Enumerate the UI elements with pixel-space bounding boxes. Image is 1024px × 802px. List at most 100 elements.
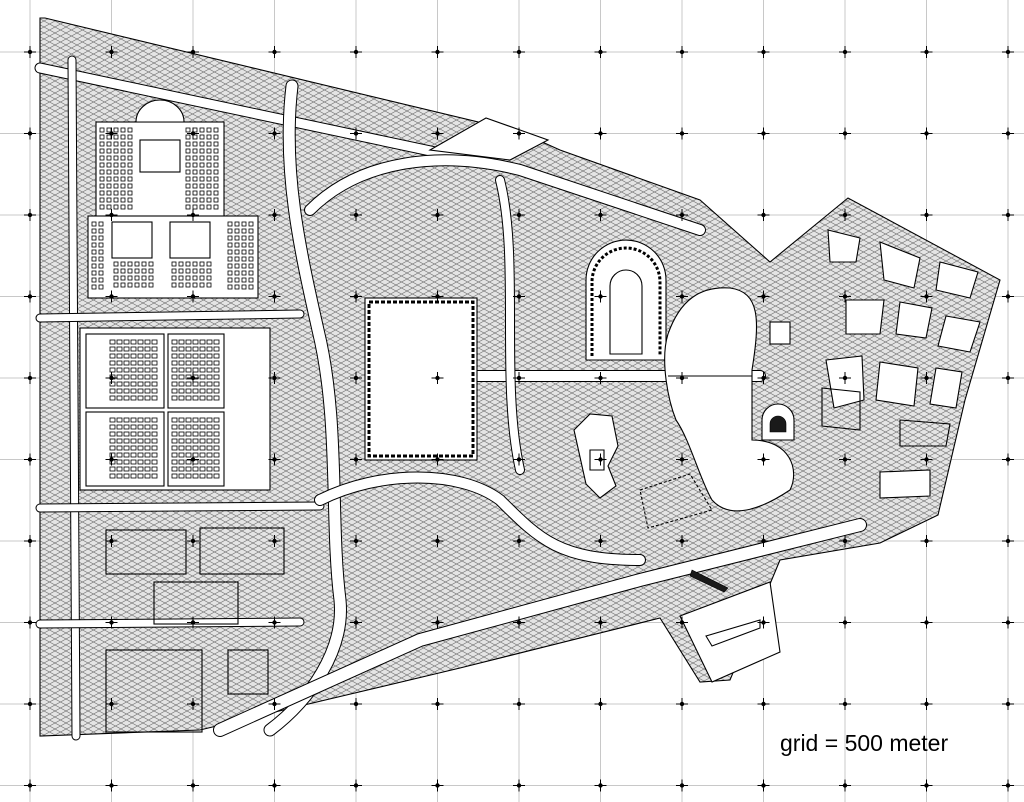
plot-cell (106, 127, 112, 133)
plot-cell (109, 424, 116, 430)
plot-cell (199, 183, 205, 189)
grid-cross-marker (757, 698, 770, 710)
plot-cell (109, 473, 116, 479)
plot-cell (206, 204, 212, 210)
plot-cell (151, 445, 158, 451)
grid-cross-marker (513, 698, 525, 710)
plot-cell (171, 395, 178, 401)
grid-cross-marker (594, 616, 607, 629)
grid-cross-marker (431, 127, 444, 140)
plot-cell (148, 261, 154, 267)
plot-cell (185, 374, 192, 380)
plot-cell (99, 155, 105, 161)
plot-cell (199, 268, 205, 274)
plot-cell (234, 221, 240, 227)
plot-cell (241, 228, 247, 234)
plot-cell (137, 452, 144, 458)
grid-cross-marker (757, 453, 770, 466)
plot-cell (120, 169, 126, 175)
grid-cross-marker (676, 698, 688, 710)
plot-cell (192, 204, 198, 210)
plot-cell (98, 235, 104, 241)
grid-cross-marker (187, 535, 199, 547)
plot-cell (109, 346, 116, 352)
plot-cell (199, 275, 205, 281)
plot-cell (192, 466, 199, 472)
plot-cell (234, 242, 240, 248)
plot-cell (192, 183, 198, 189)
grid-cross-marker (268, 290, 281, 303)
plot-cell (234, 263, 240, 269)
plot-cell (185, 141, 191, 147)
plot-cell (151, 360, 158, 366)
grid-cross-marker (839, 616, 851, 629)
plot-cell (171, 473, 178, 479)
plot-cell (171, 339, 178, 345)
grid-markers (24, 46, 1014, 792)
plot-cell (178, 268, 184, 274)
plot-cell (206, 452, 213, 458)
grid-cross-marker (676, 127, 688, 140)
plot-cell (213, 346, 220, 352)
plot-cell (109, 388, 116, 394)
plot-cell (185, 127, 191, 133)
grid-cross-marker (187, 698, 199, 710)
grid-cross-marker (350, 209, 362, 221)
plot-cell (113, 190, 119, 196)
grid-cross-marker (1002, 535, 1014, 547)
north-cemetery (87, 99, 259, 299)
plot-cell (123, 452, 130, 458)
plot-cell (185, 261, 191, 267)
plot-cell (120, 127, 126, 133)
plot-cell (248, 256, 254, 262)
plot-cell (206, 438, 213, 444)
plot-cell (206, 381, 213, 387)
plot-cell (192, 452, 199, 458)
grid-cross-marker (594, 372, 607, 384)
plot-cell (227, 228, 233, 234)
plot-cell (123, 388, 130, 394)
grid-cross-marker (1002, 372, 1014, 384)
plot-cell (123, 424, 130, 430)
plot-cell (206, 395, 213, 401)
plot-cell (185, 204, 191, 210)
grid-cross-marker (1002, 209, 1014, 221)
plot-cell (213, 169, 219, 175)
plot-cell (171, 424, 178, 430)
plot-cell (185, 459, 192, 465)
plot-cell (185, 148, 191, 154)
plot-cell (113, 197, 119, 203)
horseshoe-stadium (585, 239, 667, 361)
grid-cross-marker (676, 453, 688, 466)
plot-cell (130, 395, 137, 401)
plot-cell (127, 148, 133, 154)
plot-cell (241, 249, 247, 255)
plot-cell (248, 270, 254, 276)
plot-cell (130, 466, 137, 472)
grid-cross-marker (105, 535, 118, 547)
plot-cell (130, 360, 137, 366)
plot-cell (206, 360, 213, 366)
plot-cell (151, 466, 158, 472)
grid-cross-marker (513, 453, 525, 466)
plot-cell (127, 261, 133, 267)
plot-cell (206, 127, 212, 133)
plot-cell (185, 360, 192, 366)
grid-cross-marker (350, 453, 362, 466)
plot-cell (98, 228, 104, 234)
plot-cell (91, 221, 97, 227)
plot-cell (234, 228, 240, 234)
plot-cell (130, 459, 137, 465)
plot-cell (134, 282, 140, 288)
plot-cell (213, 445, 220, 451)
grid-cross-marker (594, 209, 607, 221)
eastern-lake (664, 287, 795, 512)
plot-cell (98, 249, 104, 255)
plot-cell (206, 339, 213, 345)
plot-cell (123, 459, 130, 465)
plot-cell (130, 353, 137, 359)
plot-cell (151, 346, 158, 352)
plot-cell (248, 242, 254, 248)
grid-cross-marker (920, 290, 933, 303)
plot-cell (130, 452, 137, 458)
